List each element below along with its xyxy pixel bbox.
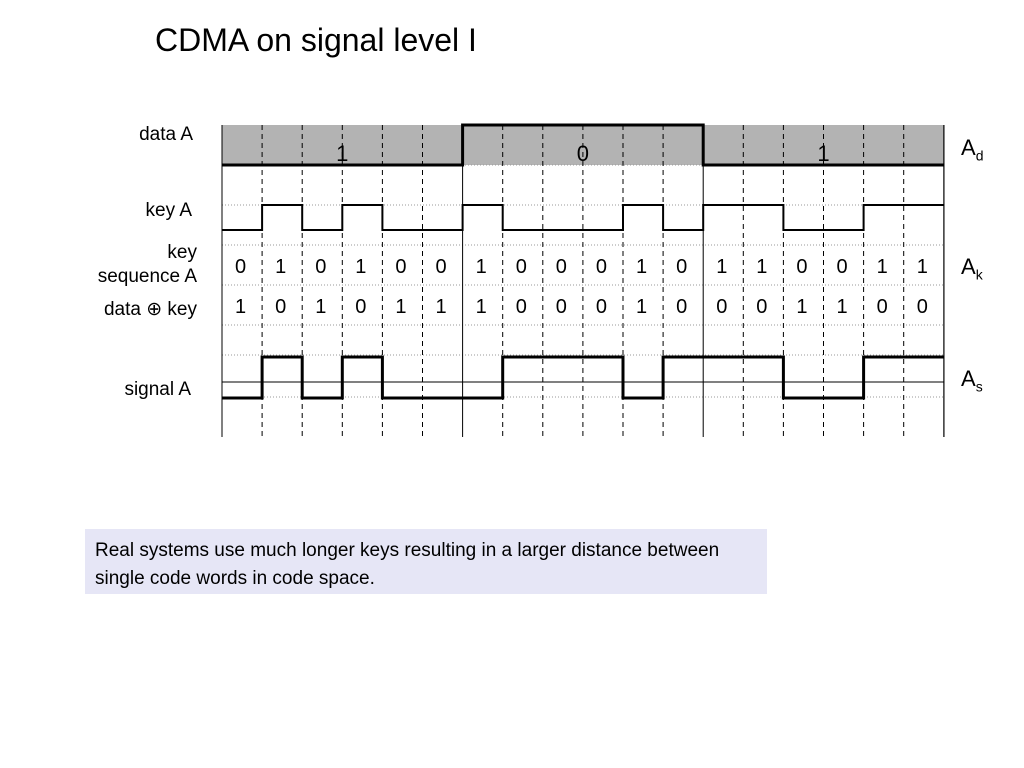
slide-title: CDMA on signal level I [155, 22, 477, 58]
signal-waveform [222, 355, 944, 400]
key-sequence-digit: 0 [796, 256, 807, 278]
key-sequence-digit: 1 [476, 256, 487, 278]
xor-sequence-digit: 0 [355, 296, 366, 318]
xor-sequence-digit: 0 [877, 296, 888, 318]
key-sequence-digit: 0 [395, 256, 406, 278]
data-bit-label: 1 [817, 141, 829, 166]
key-sequence-digit: 1 [355, 256, 366, 278]
xor-sequence-digit: 1 [235, 296, 246, 318]
xor-sequence-digit: 1 [837, 296, 848, 318]
key-sequence-digit: 0 [596, 256, 607, 278]
xor-sequence-digit: 0 [596, 296, 607, 318]
xor-row-label: data ⊕ key [103, 299, 197, 320]
key-waveform [222, 204, 944, 231]
xor-sequence-digit: 0 [516, 296, 527, 318]
data-bit-label: 1 [336, 141, 348, 166]
xor-sequence-digit: 0 [756, 296, 767, 318]
xor-sequence-digit: 1 [796, 296, 807, 318]
xor-sequence-digit: 1 [315, 296, 326, 318]
xor-sequence-digit: 0 [556, 296, 567, 318]
signal-row-label: signal A [124, 379, 191, 400]
data-waveform [222, 123, 944, 167]
data-symbol: Ad [961, 135, 984, 164]
xor-sequence-digit: 1 [636, 296, 647, 318]
info-note: Real systems use much longer keys result… [85, 529, 767, 594]
xor-sequence-digit: 1 [436, 296, 447, 318]
data-bit-label: 0 [577, 141, 589, 166]
key-sequence-digit: 1 [756, 256, 767, 278]
xor-sequence-digit: 0 [275, 296, 286, 318]
signal-symbol: As [961, 366, 983, 395]
key-sequence-digit: 0 [315, 256, 326, 278]
key-sequence-label: key sequence A [0, 241, 197, 289]
key-sequence-digit: 0 [556, 256, 567, 278]
key-sequence-label-line1: key [167, 242, 197, 263]
key-row-label: key A [145, 200, 192, 221]
xor-sequence-digit: 1 [476, 296, 487, 318]
key-sequence-digit: 0 [235, 256, 246, 278]
key-symbol: Ak [961, 254, 983, 283]
key-sequence-digit: 1 [917, 256, 928, 278]
key-sequence-label-line2: sequence A [97, 266, 197, 287]
xor-sequence-digit: 0 [676, 296, 687, 318]
key-sequence-digit: 1 [877, 256, 888, 278]
key-sequence-digit: 1 [716, 256, 727, 278]
xor-sequence-digit: 0 [716, 296, 727, 318]
key-sequence-digit: 0 [436, 256, 447, 278]
xor-sequence-digit: 1 [395, 296, 406, 318]
data-row-label: data A [139, 124, 193, 145]
key-sequence-digit: 0 [837, 256, 848, 278]
key-sequence-digit: 1 [636, 256, 647, 278]
key-sequence-digit: 0 [516, 256, 527, 278]
key-sequence-digit: 0 [676, 256, 687, 278]
xor-sequence-digit: 0 [917, 296, 928, 318]
key-sequence-digit: 1 [275, 256, 286, 278]
